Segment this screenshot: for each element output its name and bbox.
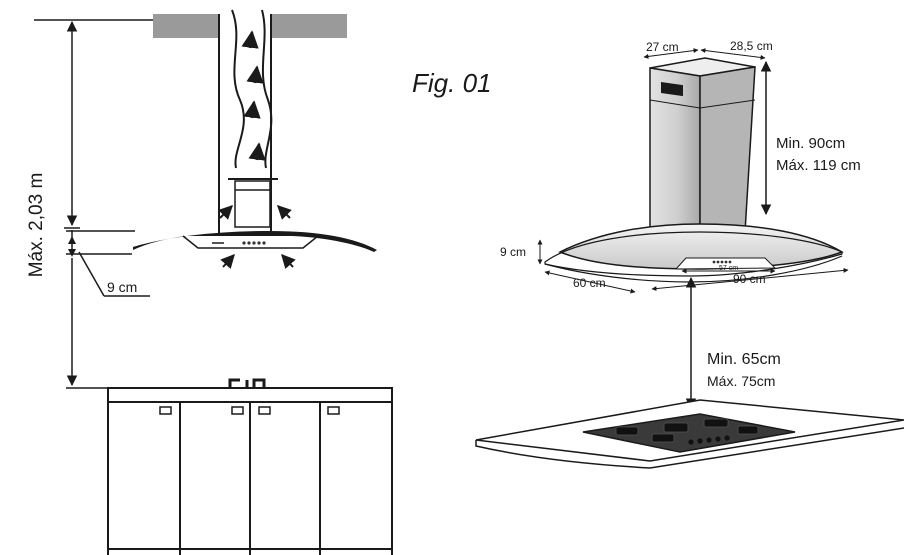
chimney-height-min: Min. 90cm — [776, 135, 845, 152]
hood-inner-width-label: 57 cm — [719, 265, 738, 272]
figure-title: Fig. 01 — [412, 68, 492, 98]
hood-canopy — [544, 223, 844, 283]
motor-box — [234, 180, 271, 228]
ceiling-right — [271, 14, 347, 38]
chimney-depth-label: 28,5 cm — [730, 39, 773, 53]
hood-body — [133, 231, 377, 252]
airflow-arrows — [241, 30, 266, 161]
kitchen-cabinet — [107, 378, 393, 555]
chimney-box — [649, 57, 756, 246]
hood-depth-label: 9 cm — [107, 279, 137, 295]
hood-width-label: 90 cm — [733, 272, 766, 286]
max-height-label: Máx. 2,03 m — [26, 173, 47, 278]
airflow-wall-right — [261, 9, 273, 169]
right-perspective-view: 27 cm 28,5 cm Min. 90cm Máx. 119 cm 9 cm — [475, 39, 904, 469]
control-panel — [212, 241, 266, 245]
chimney-width-label: 27 cm — [646, 40, 679, 54]
chimney-height-max: Máx. 119 cm — [776, 157, 861, 174]
distance-max: Máx. 75cm — [707, 373, 775, 389]
left-elevation-view: Máx. 2,03 m 9 cm — [26, 9, 393, 555]
hood-thickness-label: 9 cm — [500, 245, 526, 259]
ceiling-left — [153, 14, 219, 38]
distance-min: Min. 65cm — [707, 351, 781, 368]
cooktop — [582, 413, 796, 453]
hood-depth-label-right: 60 cm — [573, 276, 606, 290]
airflow-wall-left — [231, 9, 245, 169]
